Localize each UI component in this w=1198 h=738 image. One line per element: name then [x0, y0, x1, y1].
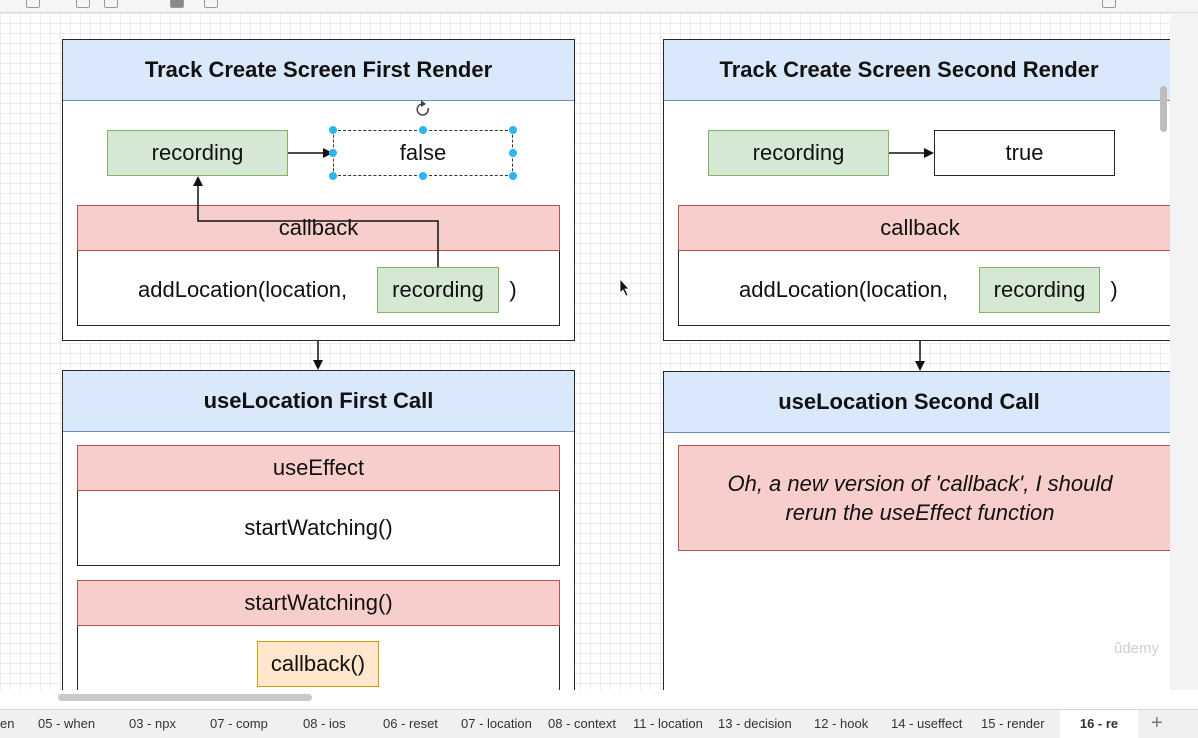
second-call-title: useLocation Second Call: [664, 372, 1170, 433]
tab-13-decision[interactable]: 13 - decision: [718, 716, 792, 731]
tab-08-ios[interactable]: 08 - ios: [303, 716, 346, 731]
vertical-scroll-thumb[interactable]: [1160, 86, 1167, 132]
tab-en[interactable]: en: [0, 716, 15, 731]
diagram-canvas[interactable]: Track Create Screen First Render recordi…: [0, 13, 1170, 690]
first-render-title: Track Create Screen First Render: [63, 40, 574, 101]
second-value-box[interactable]: true: [934, 130, 1115, 176]
second-recording-arg[interactable]: recording: [979, 267, 1100, 313]
toolbar-button-icon[interactable]: [104, 0, 118, 8]
toolbar-button-icon[interactable]: [204, 0, 218, 8]
tab-08-context[interactable]: 08 - context: [548, 716, 616, 731]
first-recording-box[interactable]: recording: [107, 130, 288, 176]
first-callback-header[interactable]: callback: [77, 205, 560, 251]
toolbar-button-icon[interactable]: [1102, 0, 1116, 8]
toolbar-button-icon[interactable]: [76, 0, 90, 8]
second-call-suffix: ): [1110, 277, 1118, 302]
tab-05-when[interactable]: 05 - when: [38, 716, 96, 731]
second-call-prefix: addLocation(location,: [739, 277, 949, 302]
second-callback-header[interactable]: callback: [678, 205, 1170, 251]
tab-07-comp[interactable]: 07 - comp: [210, 716, 268, 731]
second-render-title: Track Create Screen Second Render: [664, 40, 1170, 101]
toolbar-button-icon[interactable]: [26, 0, 40, 8]
use-effect-header[interactable]: useEffect: [77, 445, 560, 491]
first-recording-arg[interactable]: recording: [377, 267, 499, 313]
tab-12-hook[interactable]: 12 - hook: [814, 716, 869, 731]
callback-call-box[interactable]: callback(): [257, 641, 379, 687]
first-call-title: useLocation First Call: [63, 371, 574, 432]
use-effect-body[interactable]: startWatching(): [77, 491, 560, 566]
second-call-note[interactable]: Oh, a new version of 'callback', I shoul…: [678, 445, 1170, 551]
tab-14-useffect[interactable]: 14 - useffect: [891, 716, 963, 731]
add-tab-button[interactable]: +: [1151, 712, 1163, 734]
toolbar: [0, 0, 1198, 13]
udemy-watermark: ûdemy: [1114, 640, 1160, 657]
tab-15-render[interactable]: 15 - render: [981, 716, 1045, 731]
horizontal-scroll-thumb[interactable]: [58, 694, 312, 701]
first-value-box-selected[interactable]: false: [333, 130, 513, 176]
toolbar-button-icon[interactable]: [170, 0, 184, 8]
start-watching-header[interactable]: startWatching(): [77, 580, 560, 626]
first-call-suffix: ): [509, 277, 517, 302]
page-tabs: en 05 - when 03 - npx 07 - comp 08 - ios…: [0, 709, 1198, 738]
vertical-scrollbar[interactable]: [1170, 13, 1198, 690]
tab-06-reset[interactable]: 06 - reset: [383, 716, 438, 731]
tab-16-re[interactable]: 16 - re: [1060, 710, 1138, 738]
first-call-prefix: addLocation(location,: [138, 277, 348, 302]
second-recording-box[interactable]: recording: [708, 130, 889, 176]
tab-03-npx[interactable]: 03 - npx: [129, 716, 176, 731]
tab-11-location[interactable]: 11 - location: [633, 716, 703, 731]
tab-07-location[interactable]: 07 - location: [461, 716, 532, 731]
